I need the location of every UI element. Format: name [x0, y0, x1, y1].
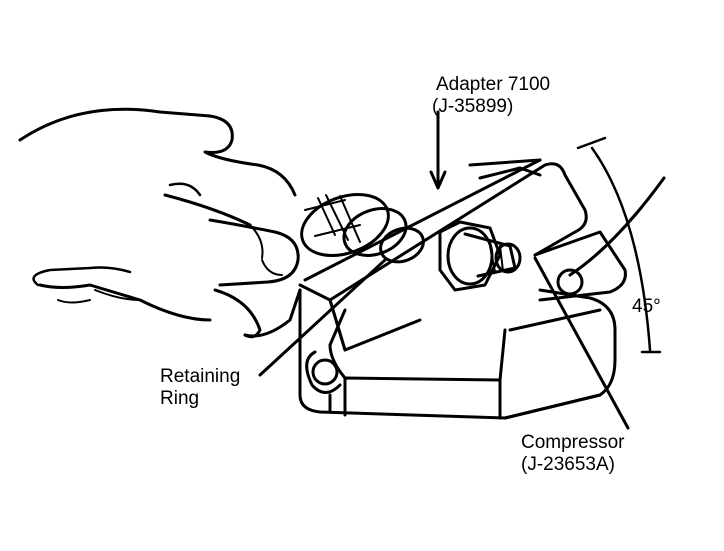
adapter-leader-arrow: [429, 170, 447, 190]
hand: [18, 107, 302, 339]
adapter-label-line2: (J-35899): [432, 96, 514, 117]
retaining-ring-leader: [258, 258, 387, 377]
housing-arc: [568, 176, 666, 277]
retaining-ring-label-line2: Ring: [160, 388, 200, 409]
compressor-leader: [533, 256, 630, 430]
angle-label: 45°: [632, 296, 661, 317]
retaining-ring-label-line1: Retaining: [160, 366, 241, 387]
angle-tick-top: [576, 136, 607, 150]
angle-arc: [590, 146, 652, 352]
adapter-bracket: [298, 158, 588, 352]
compressor-screw: [438, 220, 627, 302]
compressor-label-line2: (J-23653A): [521, 454, 615, 475]
housing-body: [298, 288, 617, 420]
adapter-label-line1: Adapter 7100: [436, 74, 551, 95]
clutch-discs: [300, 193, 425, 264]
compressor-label-line1: Compressor: [521, 432, 625, 453]
